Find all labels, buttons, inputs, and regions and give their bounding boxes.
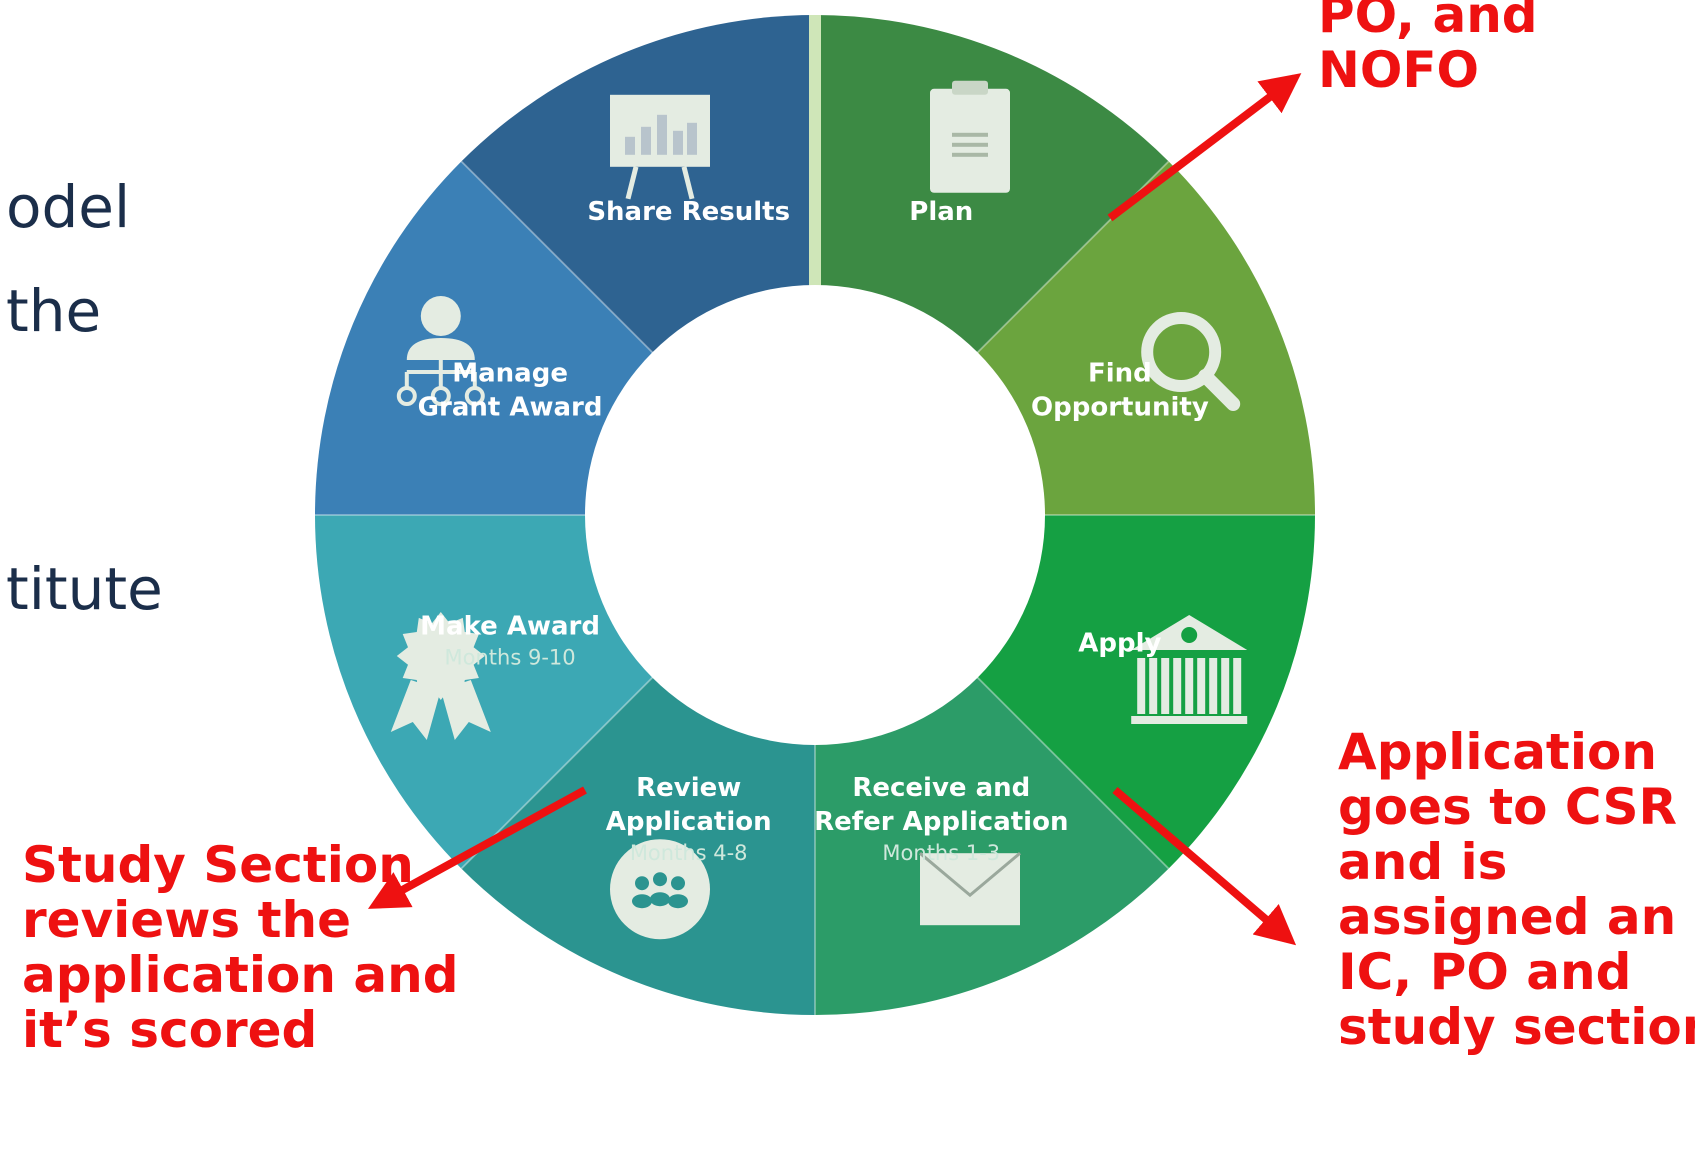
segment-label-share-results: Share Results (587, 197, 790, 227)
wheel-center-hole (585, 285, 1045, 745)
arrow-to-application-callout (1112, 786, 1297, 946)
callout-right-line-4: assigned an (1338, 888, 1677, 946)
callout-left-line-1: Study Section (22, 836, 414, 894)
segment-label-find-opportunity: Opportunity (1031, 393, 1209, 423)
segment-label-review-application: Review (636, 773, 741, 803)
segment-sublabel-receive-and-refer: Months 1-3 (882, 841, 1000, 865)
segment-label-apply: Apply (1078, 628, 1161, 658)
callout-right-line-1: Application (1338, 723, 1657, 781)
magnifier-icon (1141, 312, 1241, 411)
callout-application-csr: Application goes to CSR and is assigned … (1338, 725, 1695, 1055)
segment-label-plan: Plan (909, 197, 973, 227)
callout-right-line-3: and is (1338, 833, 1508, 891)
envelope-icon (919, 852, 1021, 926)
segment-label-make-award: Make Award (420, 611, 600, 641)
institution-icon (1131, 615, 1248, 724)
callout-study-section: Study Section reviews the application an… (22, 838, 459, 1058)
presentation-board-icon (610, 94, 710, 200)
callout-left-line-4: it’s scored (22, 1001, 318, 1059)
background-text-1: odel (6, 173, 131, 241)
callout-right-line-2: goes to CSR (1338, 778, 1678, 836)
segment-label-manage-grant-award: Grant Award (418, 393, 603, 423)
background-text-3: titute (6, 555, 163, 623)
callout-top-right: PO, and NOFO (1318, 0, 1538, 98)
award-ribbon-icon (390, 612, 491, 740)
callout-right-line-6: study section (1338, 998, 1695, 1056)
segment-sublabel-review-application: Months 4-8 (630, 841, 748, 865)
clipboard-icon (930, 80, 1010, 193)
segment-label-find-opportunity: Find (1088, 359, 1152, 389)
segment-label-receive-and-refer: Receive and (852, 773, 1030, 803)
segment-label-manage-grant-award: Manage (452, 359, 568, 389)
callout-top-right-line-2: NOFO (1318, 41, 1480, 99)
callout-right-line-5: IC, PO and (1338, 943, 1632, 1001)
arrow-to-top-right-callout (1107, 73, 1302, 222)
group-icon (610, 839, 710, 940)
callout-left-line-3: application and (22, 946, 459, 1004)
org-person-icon (396, 296, 485, 406)
segment-label-receive-and-refer: Refer Application (814, 807, 1068, 837)
callout-left-line-2: reviews the (22, 891, 351, 949)
segment-sublabel-make-award: Months 9-10 (445, 645, 576, 669)
segment-label-review-application: Application (606, 807, 772, 837)
arrow-to-study-section-callout (367, 786, 587, 909)
callout-top-right-line-1: PO, and (1318, 0, 1538, 44)
background-text-2: the (6, 277, 102, 345)
